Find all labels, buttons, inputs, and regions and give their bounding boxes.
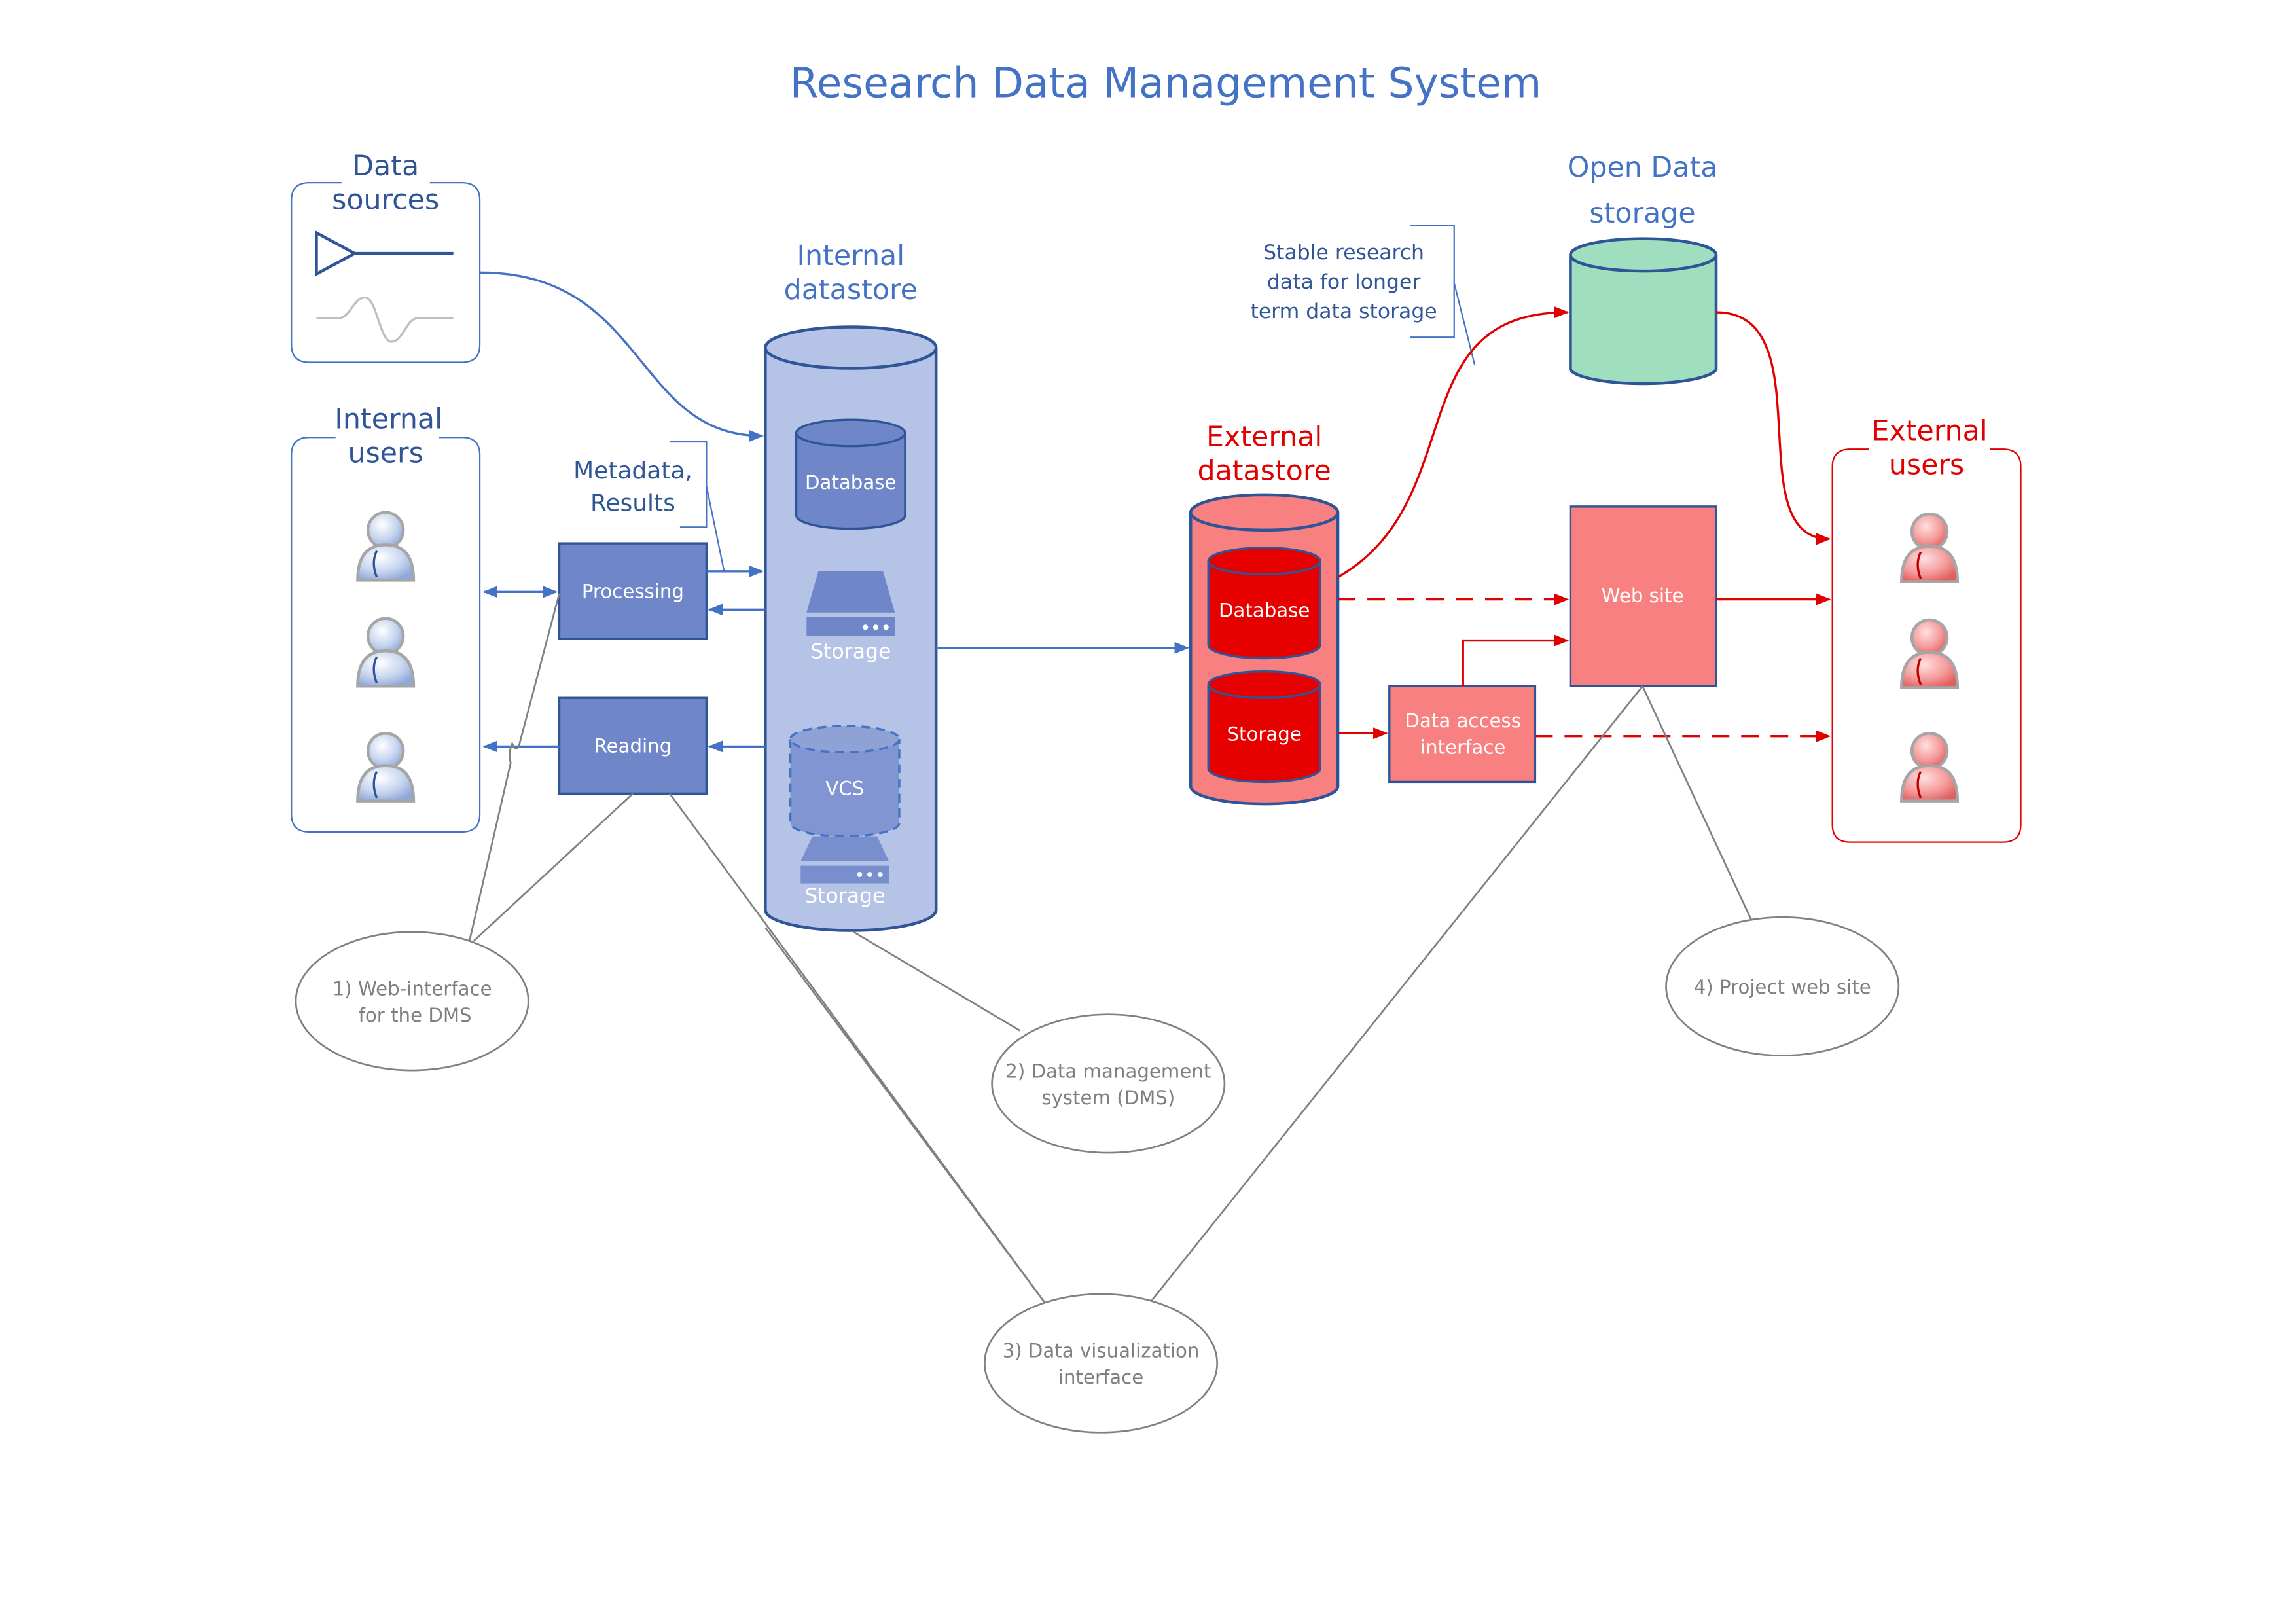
stable-research-note: Stable research data for longer term dat…	[1250, 225, 1476, 366]
vcs-storage-server-icon	[800, 836, 889, 884]
callout-text: 4) Project web site	[1694, 976, 1871, 998]
external-to-open-data-arrow	[1337, 306, 1570, 579]
vcs-label: VCS	[825, 778, 864, 800]
callout-connectors	[469, 593, 1753, 1304]
internal-users-panel: Internal users	[291, 403, 481, 833]
data-access-to-web-site-arrow	[1462, 634, 1570, 687]
external-users-panel: External users	[1831, 415, 2022, 843]
external-storage-icon: Storage	[1207, 670, 1321, 784]
external-datastore-title: External	[1206, 421, 1322, 454]
data-access-interface-label: interface	[1420, 736, 1505, 759]
stable-research-note-text: Stable research	[1263, 241, 1424, 264]
callout-text: 2) Data management	[1005, 1060, 1211, 1082]
internal-storage-label: Storage	[810, 640, 891, 664]
metadata-note-text: Results	[590, 490, 675, 517]
internal-datastore: Internal datastore Database Storage VCS	[764, 240, 938, 932]
open-data-storage-title: storage	[1589, 197, 1695, 230]
signal-source-icon	[315, 230, 454, 277]
stable-research-note-text: term data storage	[1250, 300, 1437, 323]
callout-web-interface: 1) Web-interface for the DMS	[295, 931, 529, 1072]
vcs-storage-label: Storage	[804, 884, 885, 908]
open-data-to-external-users-arrow	[1716, 311, 1831, 545]
callout-text: system (DMS)	[1041, 1087, 1175, 1109]
data-sources-to-datastore-arrow	[480, 271, 764, 442]
data-sources-panel: Data sources	[291, 150, 481, 363]
processing-box: Processing	[558, 542, 708, 640]
internal-users-title: Internal	[334, 403, 442, 436]
data-access-interface-label: Data access	[1405, 710, 1521, 732]
web-site-label: Web site	[1602, 585, 1684, 607]
callout-text: 1) Web-interface	[332, 977, 492, 1000]
user-icon	[1900, 618, 1960, 689]
external-users-title: External	[1871, 415, 1987, 448]
internal-database-icon: Database	[795, 418, 906, 530]
callout-project-web-site: 4) Project web site	[1665, 916, 1900, 1057]
page-title: Research Data Management System	[790, 60, 1542, 107]
data-access-interface-box: Data access interface	[1388, 685, 1537, 784]
external-storage-label: Storage	[1227, 723, 1301, 745]
waveform-icon	[316, 296, 454, 343]
user-icon	[356, 731, 416, 803]
data-sources-title: sources	[332, 184, 439, 217]
reading-label: Reading	[594, 734, 672, 757]
callout-text: 3) Data visualization	[1003, 1340, 1200, 1362]
data-sources-title: Data	[352, 150, 419, 183]
metadata-note-text: Metadata,	[573, 458, 692, 484]
user-icon	[1900, 731, 1960, 803]
web-site-box: Web site	[1569, 505, 1717, 687]
external-database-icon: Database	[1207, 547, 1321, 660]
callout-text: interface	[1058, 1366, 1143, 1388]
external-datastore: External datastore Database Storage	[1189, 421, 1340, 806]
user-icon	[1900, 512, 1960, 583]
external-database-label: Database	[1219, 600, 1310, 622]
open-data-storage-title: Open Data	[1568, 151, 1718, 184]
internal-datastore-title: Internal	[797, 240, 905, 272]
external-users-title: users	[1889, 448, 1964, 481]
open-data-storage: Open Data storage	[1568, 151, 1718, 386]
storage-server-icon	[806, 571, 895, 636]
metadata-note: Metadata, Results	[573, 441, 725, 572]
callout-text: for the DMS	[359, 1004, 472, 1026]
callout-data-visualization: 3) Data visualization interface	[984, 1293, 1219, 1434]
internal-users-title: users	[348, 437, 423, 469]
processing-label: Processing	[582, 580, 684, 602]
internal-datastore-title: datastore	[784, 274, 918, 306]
external-datastore-title: datastore	[1198, 454, 1331, 487]
callout-dms: 2) Data management system (DMS)	[991, 1013, 1226, 1154]
vcs-cylinder-icon: VCS	[789, 725, 901, 838]
user-icon	[356, 511, 416, 582]
internal-database-label: Database	[805, 471, 896, 494]
stable-research-note-text: data for longer	[1267, 270, 1420, 294]
reading-box: Reading	[558, 696, 708, 795]
user-icon	[356, 617, 416, 688]
